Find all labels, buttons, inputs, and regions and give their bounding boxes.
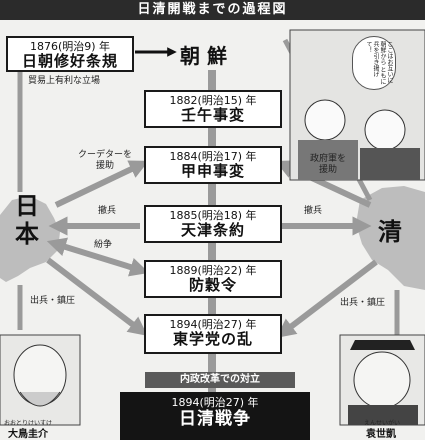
event-name: 壬午事変 — [180, 106, 245, 124]
event-box-1885: 1885(明治18) 年 天津条約 — [144, 205, 282, 243]
official-robe-2 — [360, 148, 420, 180]
treaty-year: 1876(明治9) 年 — [29, 40, 111, 53]
event-box-1884: 1884(明治17) 年 甲申事変 — [144, 146, 282, 184]
label-coup-support: クーデターを 援助 — [78, 150, 133, 171]
treaty-box: 1876(明治9) 年 日朝修好条規 — [6, 36, 134, 72]
yuan-hat — [350, 340, 415, 350]
japan-map-shape — [0, 196, 60, 282]
reform-conflict-banner: 内政改革での対立 — [145, 372, 295, 388]
qing-label: 清 — [378, 218, 402, 246]
label-withdraw-japan: 撤兵 — [98, 206, 117, 216]
event-year: 1884(明治17) 年 — [169, 150, 257, 163]
event-name: 天津条約 — [180, 221, 245, 239]
label-withdraw-qing: 撤兵 — [304, 206, 323, 216]
yuan-robe — [348, 405, 418, 425]
event-box-1882: 1882(明治15) 年 壬午事変 — [144, 90, 282, 128]
arrow-qing-deploy — [276, 259, 378, 338]
label-deploy-qing: 出兵・鎮圧 — [340, 298, 386, 308]
official-face-2 — [364, 109, 406, 151]
arrow-japan-dispute — [46, 237, 150, 277]
event-box-1894: 1894(明治27) 年 東学党の乱 — [144, 314, 282, 354]
treaty-name: 日朝修好条規 — [21, 52, 118, 70]
page-title: 日清開戦までの過程図 — [0, 0, 425, 20]
event-year: 1885(明治18) 年 — [169, 209, 257, 222]
event-year: 1882(明治15) 年 — [169, 94, 257, 107]
war-year: 1894(明治27) 年 — [171, 396, 259, 409]
arrow-japan-deploy — [46, 257, 148, 336]
korea-label: 朝 鮮 — [180, 44, 227, 68]
event-year: 1889(明治22) 年 — [169, 264, 257, 277]
otori-name: 大鳥圭介 — [8, 429, 48, 440]
war-box: 1894(明治27) 年 日清戦争 — [120, 392, 310, 440]
official-face-1 — [304, 99, 346, 141]
arrow-japan-coup — [54, 160, 149, 208]
war-name: 日清戦争 — [179, 409, 251, 429]
event-box-1889: 1889(明治22) 年 防穀令 — [144, 260, 282, 298]
speech-bubble: ここはお互いに朝鮮から ともに兵を引き揚げて！ — [352, 36, 396, 90]
label-gov-army-support: 政府軍を 援助 — [310, 154, 347, 175]
official-robe-1 — [298, 140, 358, 180]
otori-reading: おおとりけいすけ — [4, 420, 53, 427]
event-name: 防穀令 — [188, 276, 237, 294]
label-dispute: 紛争 — [94, 240, 113, 250]
yuan-name: 袁世凱 — [366, 429, 396, 440]
japan-label: 日 本 — [15, 192, 39, 248]
event-name: 東学党の乱 — [172, 330, 253, 348]
event-year: 1894(明治27) 年 — [169, 318, 257, 331]
label-deploy-japan: 出兵・鎮圧 — [30, 296, 76, 306]
otori-beard — [19, 391, 61, 407]
yuan-face — [353, 351, 411, 409]
trade-note: 貿易上有利な立場 — [28, 76, 101, 86]
event-name: 甲申事変 — [180, 162, 245, 180]
qing-map-shape — [356, 186, 425, 290]
yuan-reading: えんせいがい — [364, 420, 401, 427]
